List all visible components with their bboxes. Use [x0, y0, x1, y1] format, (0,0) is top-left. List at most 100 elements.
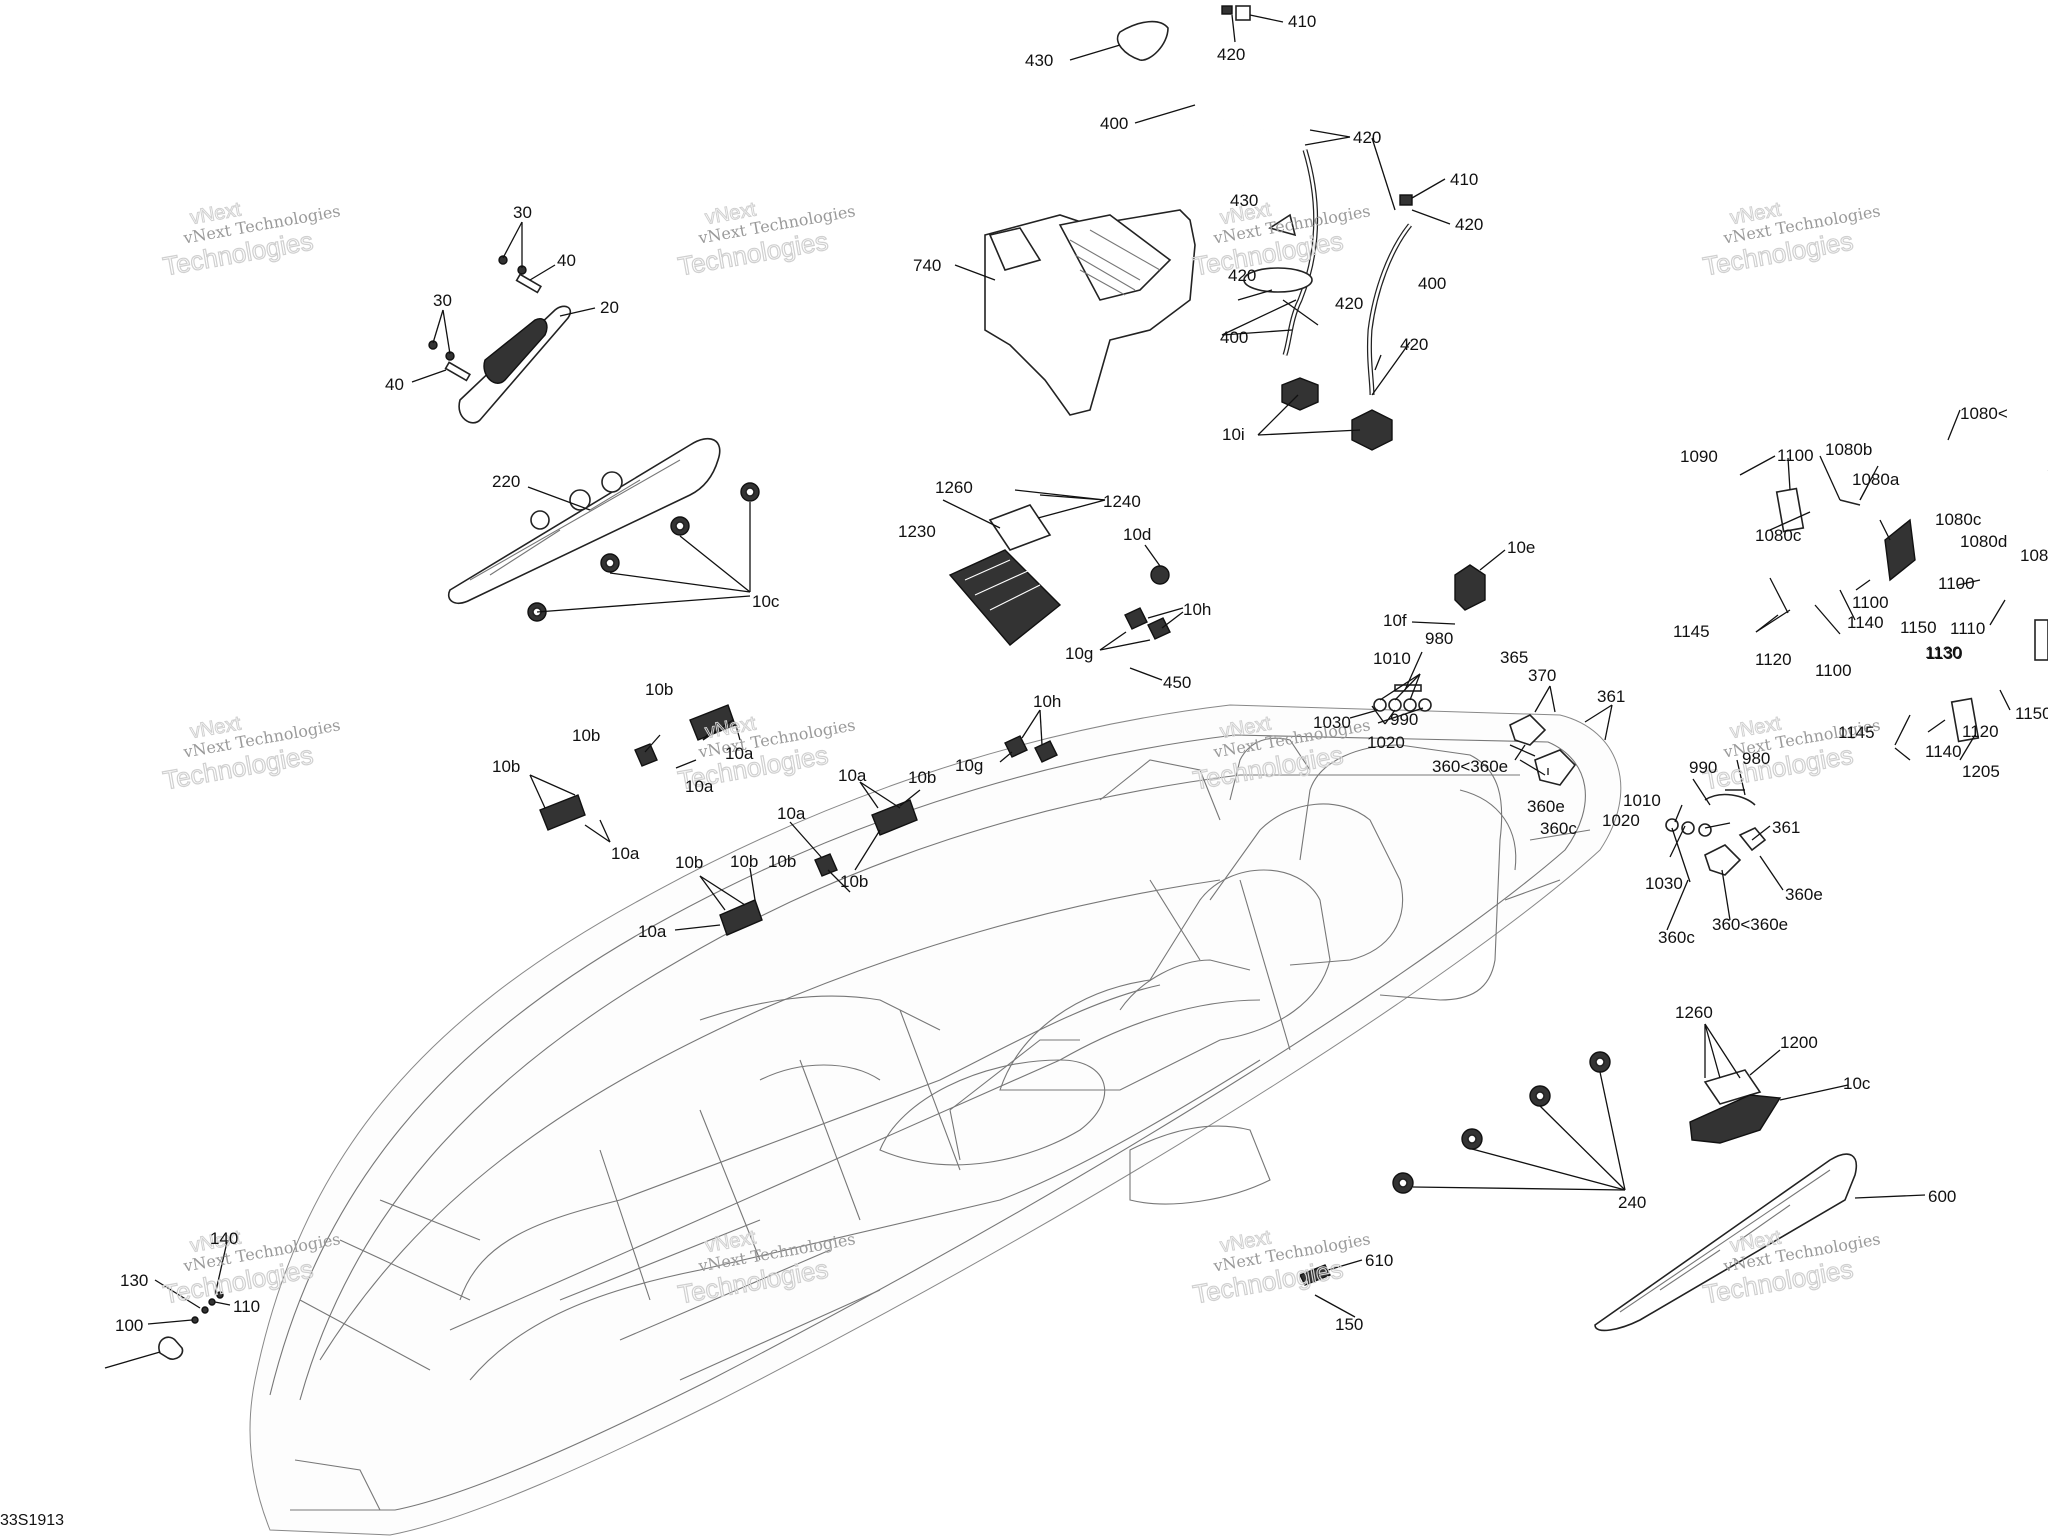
callout-label: 1260 — [1675, 1003, 1713, 1022]
callout-label: 1140 — [1925, 742, 1962, 761]
callout-label: 1150 — [2015, 704, 2048, 723]
callout-label: 130 — [120, 1271, 148, 1290]
callout-label: 1200 — [1780, 1033, 1818, 1052]
callout-label: 990 — [1689, 758, 1717, 777]
watermark-8: vNext vNext Technologies Technologies — [1700, 712, 1882, 796]
callout-label: 10b — [492, 757, 520, 776]
callout-label: 10b — [768, 852, 796, 871]
callout-label: 1140 — [1847, 613, 1884, 632]
callout-label: 10a — [725, 744, 754, 763]
callout-label: 360<360e — [1712, 915, 1788, 934]
leader-lines — [104, 14, 2011, 1369]
callout-label: 10a — [777, 804, 806, 823]
callout-label: 400 — [1418, 274, 1446, 293]
callout-label: 1130 — [1925, 643, 1962, 662]
callout-label: 1080c — [1755, 526, 1802, 545]
callout-label: 420 — [1228, 266, 1256, 285]
callout-label: 10g — [955, 756, 983, 775]
callout-label: 240 — [1618, 1193, 1646, 1212]
callout-label: 10b — [572, 726, 600, 745]
callout-label: 40 — [385, 375, 404, 394]
callout-label: 10h — [1033, 692, 1061, 711]
callout-label: 360e — [1527, 797, 1565, 816]
callout-label: 1205 — [1962, 762, 2000, 781]
callout-label: 360e — [1785, 885, 1823, 904]
callout-label: 1020 — [1367, 733, 1405, 752]
callout-label: 1100 — [1852, 593, 1889, 612]
callout-label: 420 — [1353, 128, 1381, 147]
callout-label: 1145 — [1673, 622, 1710, 641]
watermark-5: vNext vNext Technologies Technologies — [160, 712, 342, 796]
callout-label: 10f — [1383, 611, 1407, 630]
callout-label: 980 — [1742, 749, 1770, 768]
callout-label: 410 — [1288, 12, 1316, 31]
callout-label: 1080< — [1960, 404, 2008, 423]
callout-label: 361 — [1597, 687, 1625, 706]
callout-label: 400 — [1100, 114, 1128, 133]
callout-label: 100 — [115, 1316, 143, 1335]
callout-label: 360c — [1658, 928, 1695, 947]
callout-label: 10e — [1507, 538, 1535, 557]
callout-label: 108 — [2020, 546, 2048, 565]
callout-label: 10h — [1183, 600, 1211, 619]
callout-label: 10d — [1123, 525, 1151, 544]
callout-labels: 430 420 410 400 420 410 420 400 430 420 … — [115, 12, 2048, 1335]
callout-label: 40 — [557, 251, 576, 270]
callout-label: 1260 — [935, 478, 973, 497]
watermark-1: vNext vNext Technologies Technologies — [160, 198, 342, 282]
callout-label: 30 — [513, 203, 532, 222]
callout-label: 1145 — [1838, 723, 1875, 742]
callout-label: 10a — [685, 777, 714, 796]
callout-label: 1080c — [1935, 510, 1982, 529]
callout-label: 10b — [908, 768, 936, 787]
callout-label: 410 — [1450, 170, 1478, 189]
callout-label: 30 — [433, 291, 452, 310]
callout-label: 150 — [1335, 1315, 1363, 1334]
callout-label: 140 — [210, 1229, 238, 1248]
callout-label: 10b — [645, 680, 673, 699]
callout-label: 980 — [1425, 629, 1453, 648]
callout-label: 20 — [600, 298, 619, 317]
callout-label: 10a — [838, 766, 867, 785]
callout-label: 1130 — [1926, 644, 1963, 663]
callout-label: 1100 — [1938, 574, 1975, 593]
callout-label: 1120 — [1962, 722, 1999, 741]
callout-label: 360<360e — [1432, 757, 1508, 776]
callout-label: 10c — [1843, 1074, 1871, 1093]
callout-label: 365 — [1500, 648, 1528, 667]
callout-label: 420 — [1455, 215, 1483, 234]
callout-label: 1240 — [1103, 492, 1141, 511]
callout-label: 1030 — [1313, 713, 1351, 732]
callout-label: 1080a — [1852, 470, 1900, 489]
callout-label: 10b — [730, 852, 758, 871]
callout-label: 420 — [1335, 294, 1363, 313]
callout-label: 1030 — [1645, 874, 1683, 893]
callout-label: 10c — [752, 592, 780, 611]
callout-label: 370 — [1528, 666, 1556, 685]
callout-label: 10b — [840, 872, 868, 891]
callout-label: 1080b — [1825, 440, 1872, 459]
callout-label: 10a — [611, 844, 640, 863]
watermark-12: vNext vNext Technologies Technologies — [1700, 1226, 1882, 1310]
callout-label: 610 — [1365, 1251, 1393, 1270]
callout-label: 430 — [1230, 191, 1258, 210]
callout-label: 1120 — [1755, 650, 1792, 669]
callout-label: 450 — [1163, 673, 1191, 692]
callout-label: 420 — [1217, 45, 1245, 64]
callout-label: 600 — [1928, 1187, 1956, 1206]
parts-artwork — [158, 5, 2048, 1360]
callout-label: 740 — [913, 256, 941, 275]
callout-label: 1110 — [1950, 619, 1985, 638]
watermark-4: vNext vNext Technologies Technologies — [1700, 198, 1882, 282]
callout-label: 361 — [1772, 818, 1800, 837]
callout-label: 10b — [675, 853, 703, 872]
callout-label: 1020 — [1602, 811, 1640, 830]
callout-label: 1100 — [1777, 446, 1814, 465]
callout-label: 10a — [638, 922, 667, 941]
callout-label: 1010 — [1623, 791, 1661, 810]
hull-drawing — [249, 704, 1622, 1536]
callout-label: 1230 — [898, 522, 936, 541]
drawing-code: 33S1913 — [0, 1512, 65, 1529]
callout-label: 220 — [492, 472, 520, 491]
